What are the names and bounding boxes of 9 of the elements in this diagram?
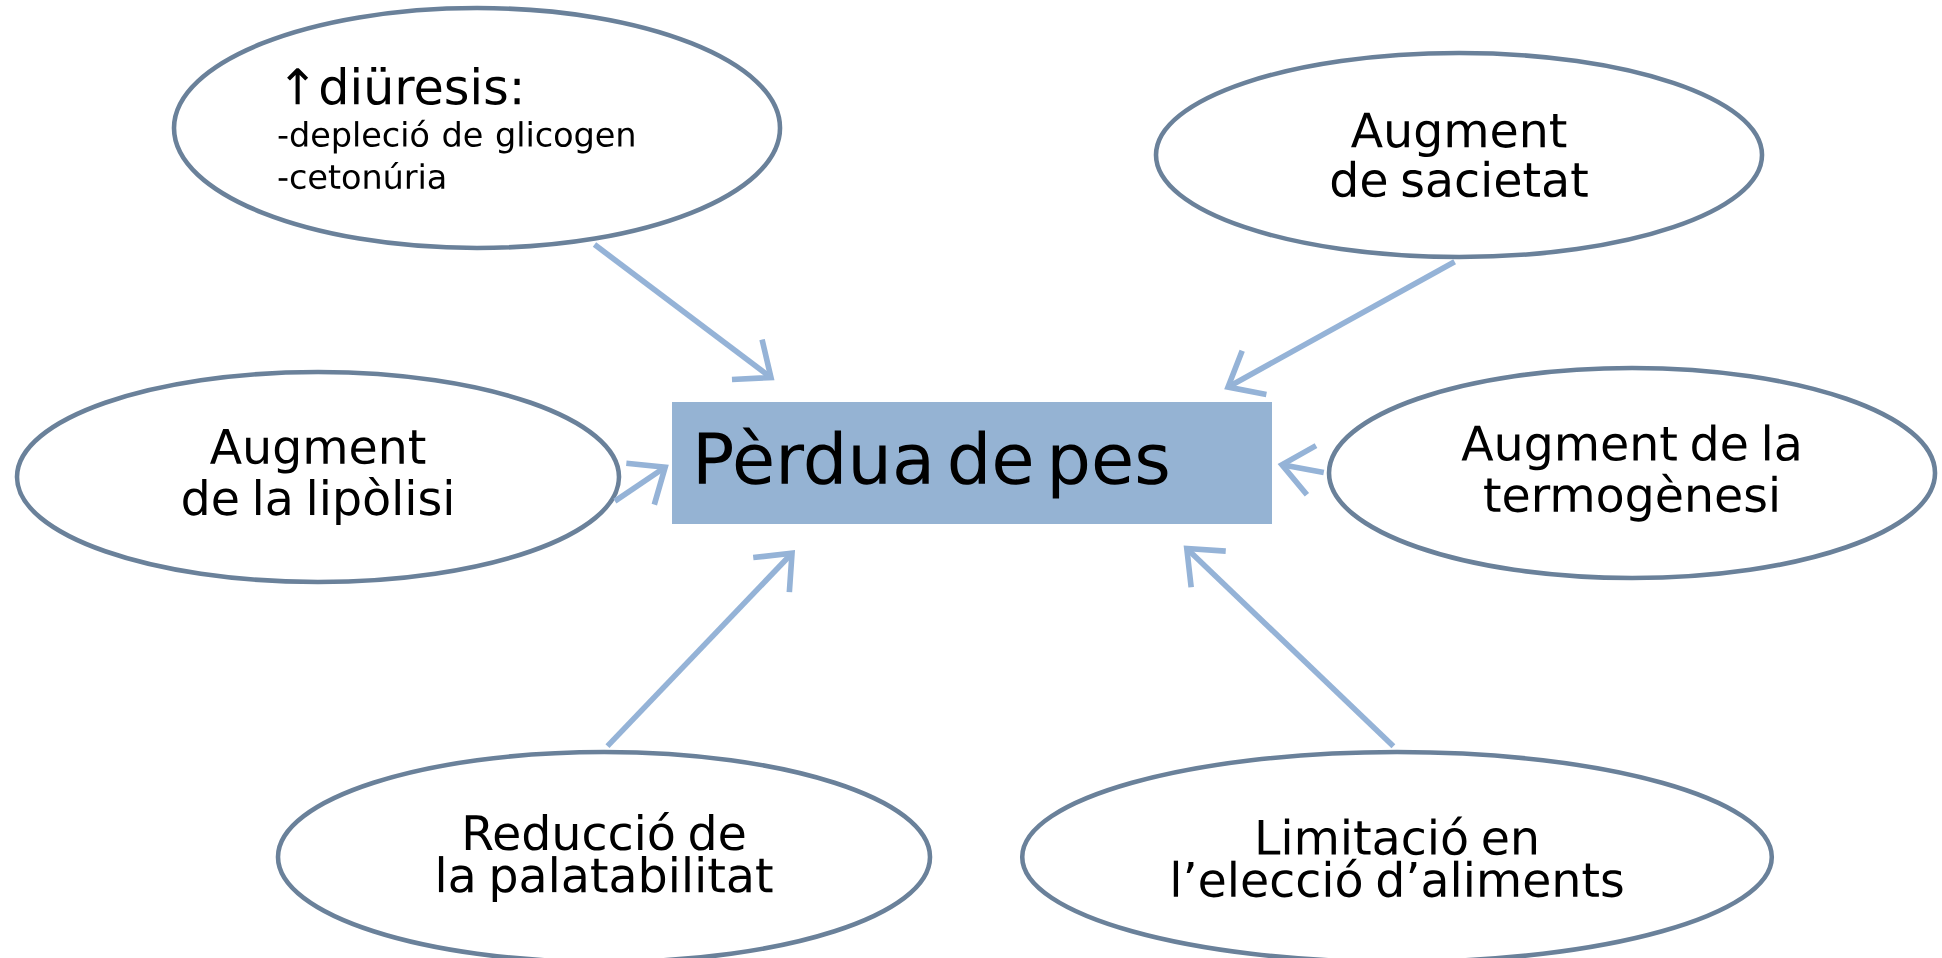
process-box: Pèrdua de pes <box>672 402 1272 524</box>
arrow <box>592 242 775 383</box>
arrow <box>1183 545 1396 749</box>
oval: Augment de la lipòlisi <box>14 369 622 585</box>
oval: ↑diüresis: -depleció de glicogen -cetonúria <box>171 5 783 251</box>
arrow <box>1224 259 1456 398</box>
arrow <box>605 550 796 749</box>
oval: Augment de la termogènesi <box>1326 365 1938 581</box>
oval: Augment de sacietat <box>1153 50 1765 260</box>
